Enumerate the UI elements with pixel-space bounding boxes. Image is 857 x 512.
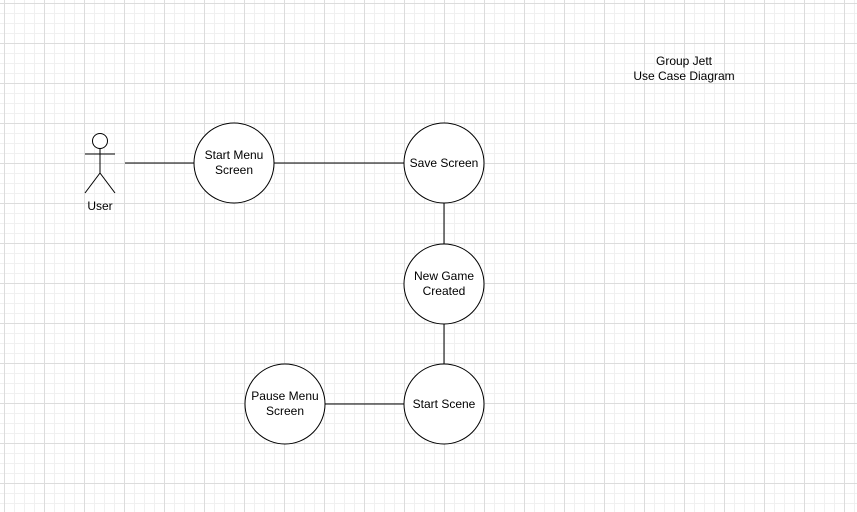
use-case-new-game-shape[interactable] bbox=[403, 243, 485, 325]
diagram-title[interactable]: Group Jett Use Case Diagram bbox=[604, 53, 764, 85]
use-case-pause-menu-label[interactable]: Pause Menu Screen bbox=[251, 389, 319, 418]
user-actor-icon[interactable] bbox=[84, 133, 116, 194]
use-case-save-screen-shape[interactable] bbox=[403, 122, 485, 204]
user-actor-label[interactable]: User bbox=[87, 198, 113, 213]
diagram-title-line-2: Use Case Diagram bbox=[633, 69, 735, 83]
use-case-save-screen-label[interactable]: Save Screen bbox=[409, 155, 479, 170]
use-case-start-menu-label[interactable]: Start Menu Screen bbox=[204, 148, 264, 177]
use-case-new-game-label[interactable]: New Game Created bbox=[413, 269, 475, 298]
use-case-pause-menu-shape[interactable] bbox=[244, 363, 326, 445]
use-case-start-scene-shape[interactable] bbox=[403, 363, 485, 445]
use-case-start-scene-label[interactable]: Start Scene bbox=[412, 396, 476, 411]
diagram-title-line-1: Group Jett bbox=[655, 54, 713, 68]
use-case-start-menu-shape[interactable] bbox=[193, 122, 275, 204]
